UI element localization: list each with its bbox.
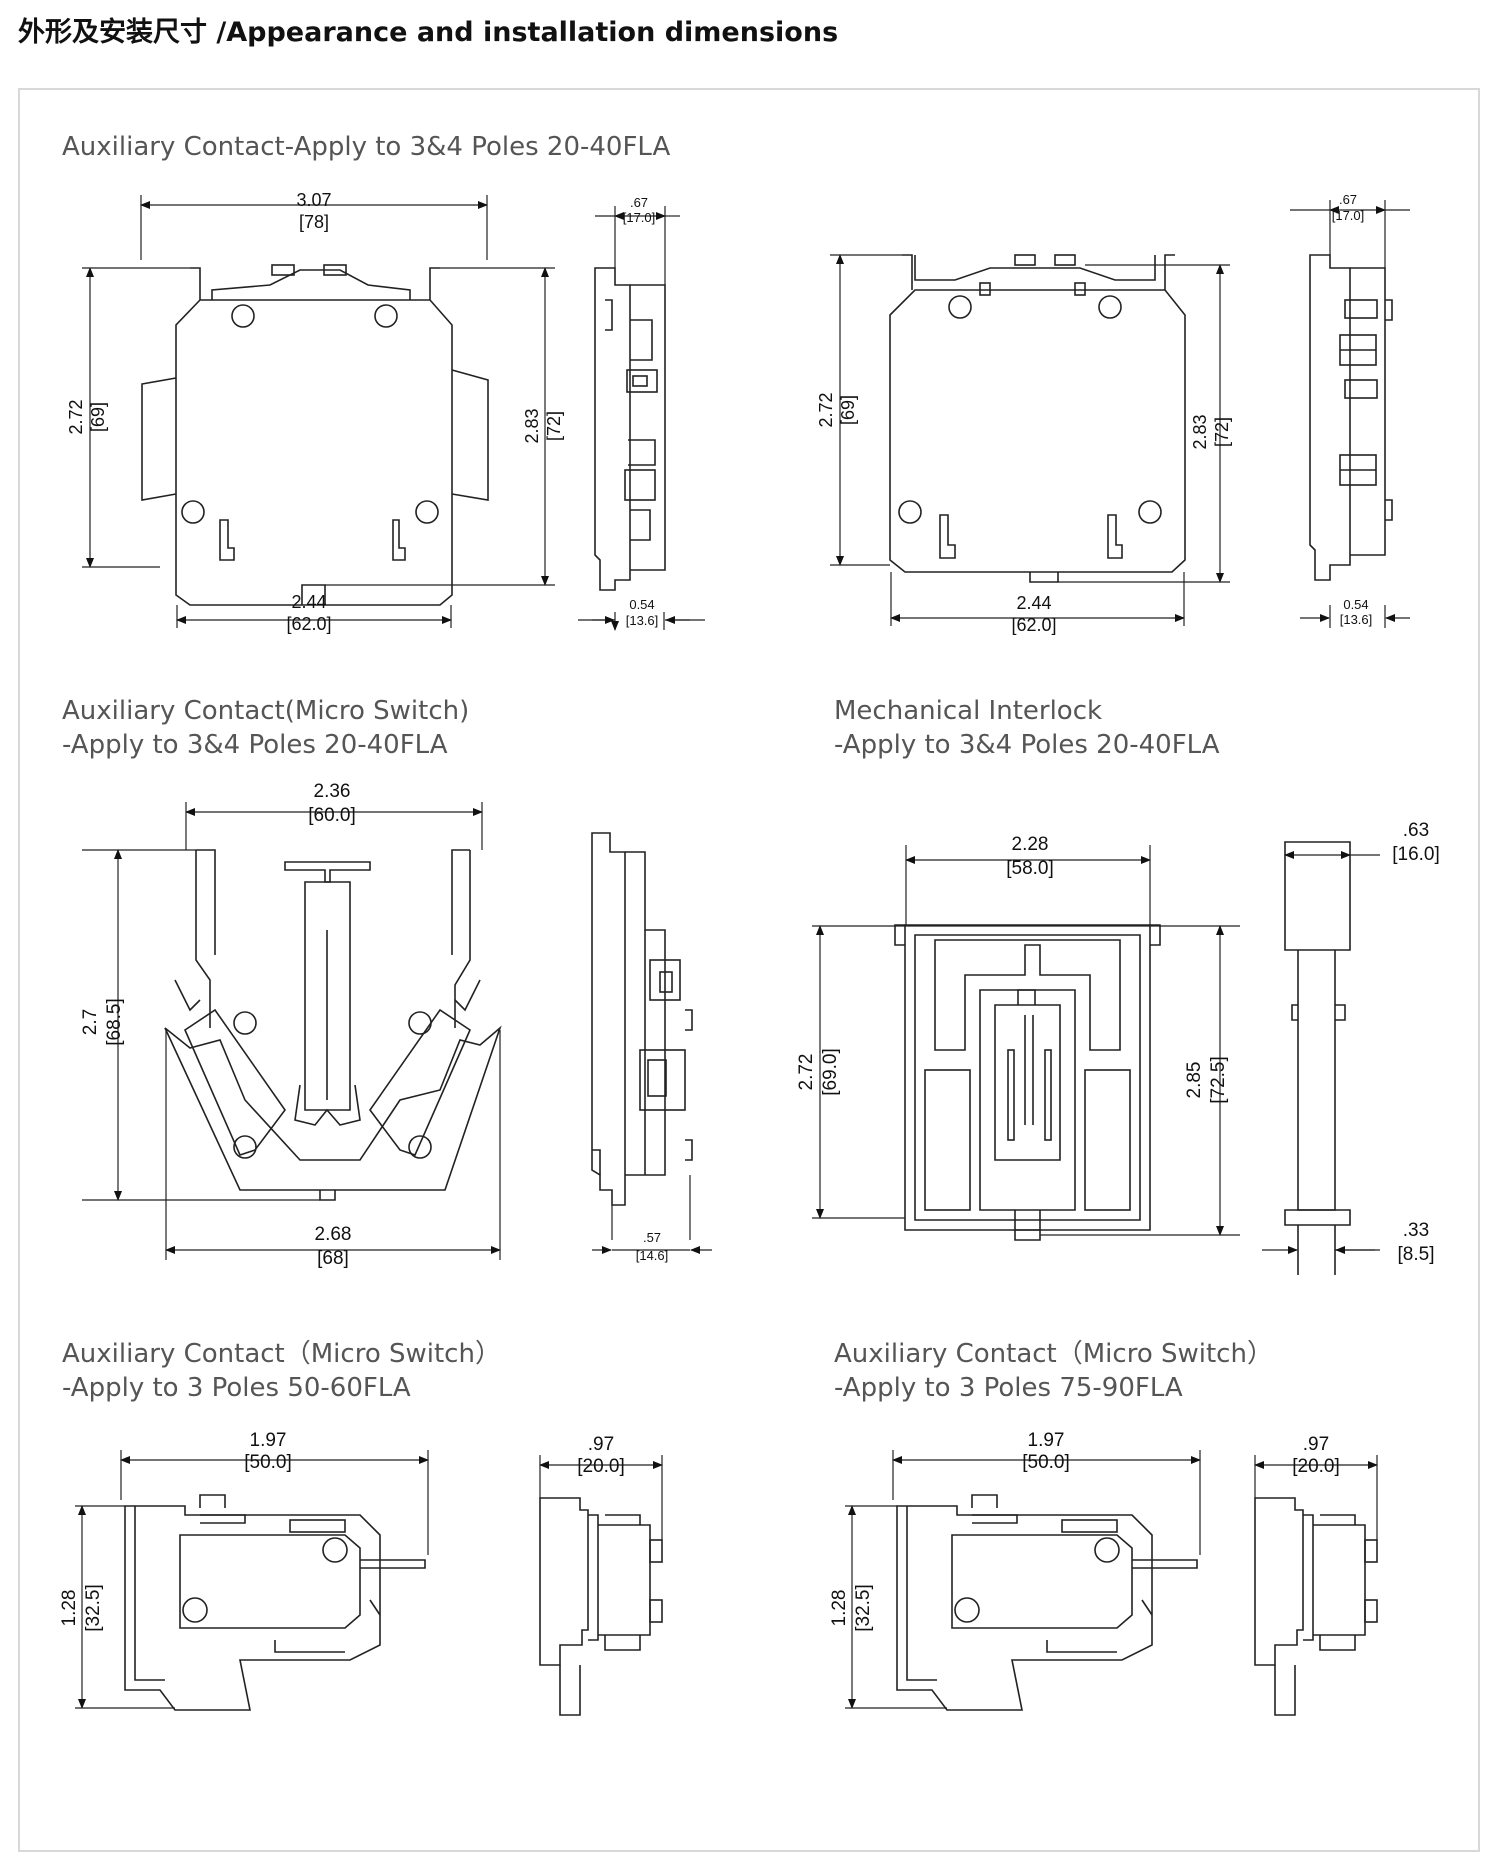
dim-aux-a-left-mm: [69] [88,402,108,432]
dim-micro-20-40-top-in: 2.36 [314,781,351,802]
dim-micro-75-90-left-in: 1.28 [829,1590,850,1627]
dim-aux-a-top-in: 3.07 [296,190,331,210]
drawing-frame [18,88,1480,1852]
micro-75-90-side-view-dims [1254,1455,1378,1540]
micro-50-60-side-view-dims [539,1455,663,1540]
dim-aux-a-right-in: 2.83 [522,408,542,443]
micro-20-40-front-view-dims [82,802,501,1260]
micro-20-40-front-view [164,849,502,1201]
dim-interlock-side-top-mm: [16.0] [1392,844,1440,865]
dim-aux-side-a-top-mm: [17.0] [623,210,656,225]
dim-aux-a-top-mm: [78] [299,212,329,232]
dim-micro-75-90-side-top-in: .97 [1303,1434,1329,1455]
dim-micro-20-40-bottom-in: 2.68 [315,1224,352,1245]
dim-micro-20-40-left-mm: [68.5] [104,998,125,1046]
micro-75-90-side-view [1254,1497,1378,1716]
dim-aux-side-b-top-in: .67 [1339,192,1357,207]
micro-75-90-front-view [896,1494,1198,1711]
dim-aux-b-bottom-in: 2.44 [1016,593,1051,613]
dim-aux-side-b-bottom-in: 0.54 [1343,597,1368,612]
dim-micro-50-60-side-top-in: .97 [588,1434,614,1455]
interlock-front-view [894,924,1161,1241]
dim-micro-75-90-left-mm: [32.5] [853,1584,874,1632]
aux-front-view-b [889,254,1186,583]
dim-micro-50-60-top-mm: [50.0] [244,1452,292,1473]
dim-micro-50-60-left-mm: [32.5] [83,1584,104,1632]
aux-side-view-a-dims [578,206,705,631]
dim-aux-side-a-bottom-mm: [13.6] [626,613,659,628]
dim-micro-75-90-top-mm: [50.0] [1022,1452,1070,1473]
dim-micro-50-60-left-in: 1.28 [59,1590,80,1627]
dim-interlock-top-mm: [58.0] [1006,858,1054,879]
dim-aux-b-right-mm: [72] [1212,417,1232,447]
dim-micro-75-90-top-in: 1.97 [1028,1430,1065,1451]
interlock-side-view [1284,841,1351,1275]
dim-interlock-top-in: 2.28 [1012,834,1049,855]
dim-micro-75-90-side-top-mm: [20.0] [1292,1456,1340,1477]
dim-micro-20-40-bottom-mm: [68] [317,1248,349,1269]
micro-20-40-side-view [591,832,693,1206]
aux-side-view-a [594,267,666,591]
dim-aux-a-right-mm: [72] [544,411,564,441]
dim-micro-20-40-top-mm: [60.0] [308,805,356,826]
aux-front-view-b-dims [830,254,1230,626]
section-title-micro-20-40-line1: Auxiliary Contact(Micro Switch) [62,696,470,726]
aux-side-view-b [1309,254,1393,581]
dim-aux-b-left-mm: [69] [838,395,858,425]
aux-side-view-b-dims [1290,200,1410,628]
section-title-micro-20-40-line2: -Apply to 3&4 Poles 20-40FLA [62,730,448,760]
interlock-front-view-dims [812,845,1240,1236]
dim-micro-20-40-side-bottom-in: .57 [643,1230,661,1245]
dim-interlock-right-in: 2.85 [1184,1062,1205,1099]
dim-aux-side-b-bottom-mm: [13.6] [1340,612,1373,627]
micro-75-90-front-view-dims [845,1450,1201,1709]
dim-micro-50-60-side-top-mm: [20.0] [577,1456,625,1477]
dim-interlock-right-mm: [72.5] [1208,1056,1229,1104]
dim-interlock-side-bottom-mm: [8.5] [1398,1244,1435,1265]
dim-aux-b-right-in: 2.83 [1190,414,1210,449]
aux-front-view-a-dims [82,195,555,628]
dim-aux-a-bottom-in: 2.44 [291,592,326,612]
dim-aux-side-a-top-in: .67 [630,195,648,210]
dim-interlock-left-in: 2.72 [796,1054,817,1091]
section-title-micro-75-90-line2: -Apply to 3 Poles 75-90FLA [834,1373,1183,1403]
interlock-side-view-dims [1262,851,1380,1254]
dim-aux-a-bottom-mm: [62.0] [286,614,331,634]
dim-aux-b-left-in: 2.72 [816,392,836,427]
dim-interlock-left-mm: [69.0] [820,1048,841,1096]
micro-50-60-front-view [124,1494,426,1711]
dim-interlock-side-top-in: .63 [1403,820,1429,841]
micro-50-60-side-view [539,1497,663,1716]
section-title-micro-50-60-line2: -Apply to 3 Poles 50-60FLA [62,1373,411,1403]
dim-interlock-side-bottom-in: .33 [1403,1220,1429,1241]
section-title-interlock-line2: -Apply to 3&4 Poles 20-40FLA [834,730,1220,760]
dim-aux-side-b-top-mm: [17.0] [1332,208,1365,223]
section-title-micro-50-60-line1: Auxiliary Contact（Micro Switch） [62,1339,501,1369]
dim-micro-20-40-side-bottom-mm: [14.6] [636,1248,669,1263]
dim-aux-b-bottom-mm: [62.0] [1011,615,1056,635]
aux-front-view-a [141,264,489,606]
dim-micro-20-40-left-in: 2.7 [80,1009,101,1035]
micro-20-40-side-view-dims [592,1175,712,1254]
section-title-aux-20-40: Auxiliary Contact-Apply to 3&4 Poles 20-… [62,132,671,162]
dim-aux-side-a-bottom-in: 0.54 [629,597,654,612]
dim-aux-a-left-in: 2.72 [66,399,86,434]
page-title: 外形及安装尺寸 /Appearance and installation dim… [18,17,839,48]
section-title-interlock-line1: Mechanical Interlock [834,696,1103,726]
section-title-micro-75-90-line1: Auxiliary Contact（Micro Switch） [834,1339,1273,1369]
dim-micro-50-60-top-in: 1.97 [250,1430,287,1451]
micro-50-60-front-view-dims [75,1450,429,1709]
